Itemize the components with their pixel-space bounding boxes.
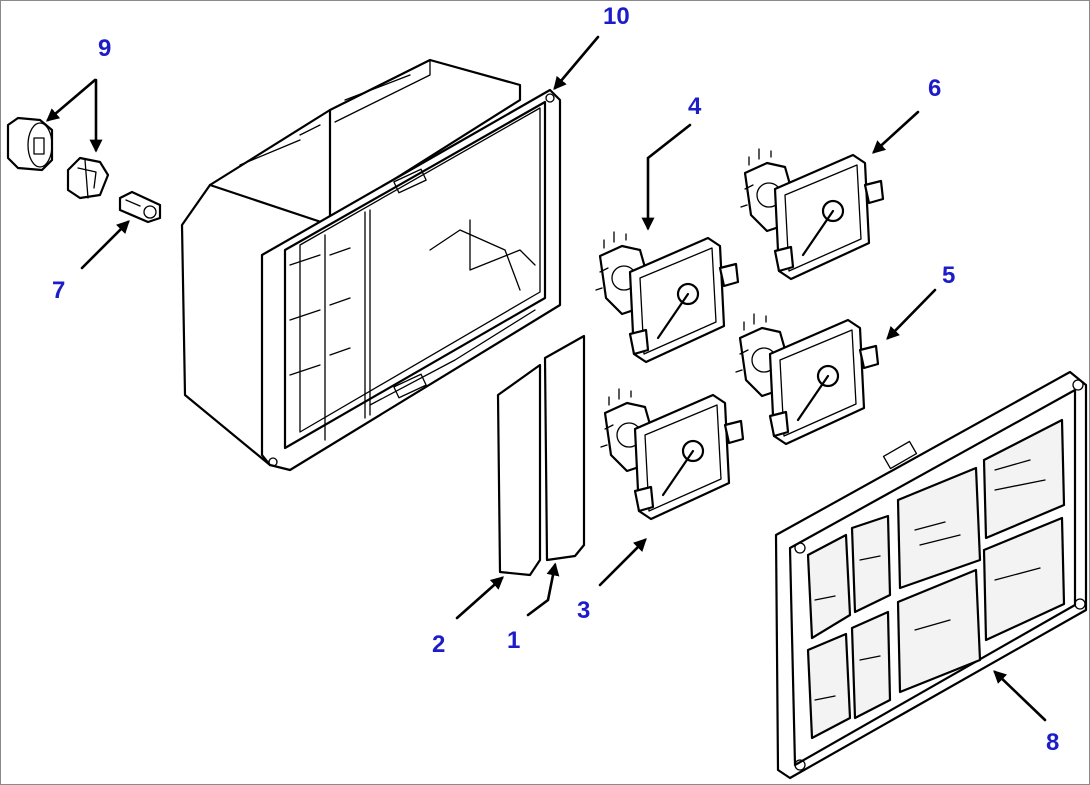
gauge-4 — [595, 231, 740, 364]
callout-5: 5 — [942, 262, 955, 289]
bulb — [118, 190, 162, 224]
leader-arrows — [46, 35, 1047, 722]
bulb-socket — [6, 116, 110, 200]
callout-7: 7 — [52, 277, 65, 304]
bezel-cover — [774, 370, 1088, 780]
callout-10: 10 — [603, 3, 630, 30]
callout-8: 8 — [1046, 729, 1059, 756]
callout-4: 4 — [688, 93, 702, 120]
panel-housing — [180, 58, 562, 472]
filter-lens-2 — [496, 363, 542, 577]
callout-labels: 10 9 7 4 6 5 3 2 1 8 — [52, 3, 1059, 756]
gauge-3 — [600, 388, 745, 521]
callout-1: 1 — [507, 627, 520, 654]
filter-lens-1 — [543, 334, 586, 562]
gauge-5 — [735, 313, 880, 446]
callout-3: 3 — [577, 597, 590, 624]
callout-9: 9 — [98, 35, 111, 62]
callout-2: 2 — [432, 631, 445, 658]
gauges — [595, 148, 885, 521]
callout-6: 6 — [928, 75, 941, 102]
gauge-6 — [740, 148, 885, 281]
